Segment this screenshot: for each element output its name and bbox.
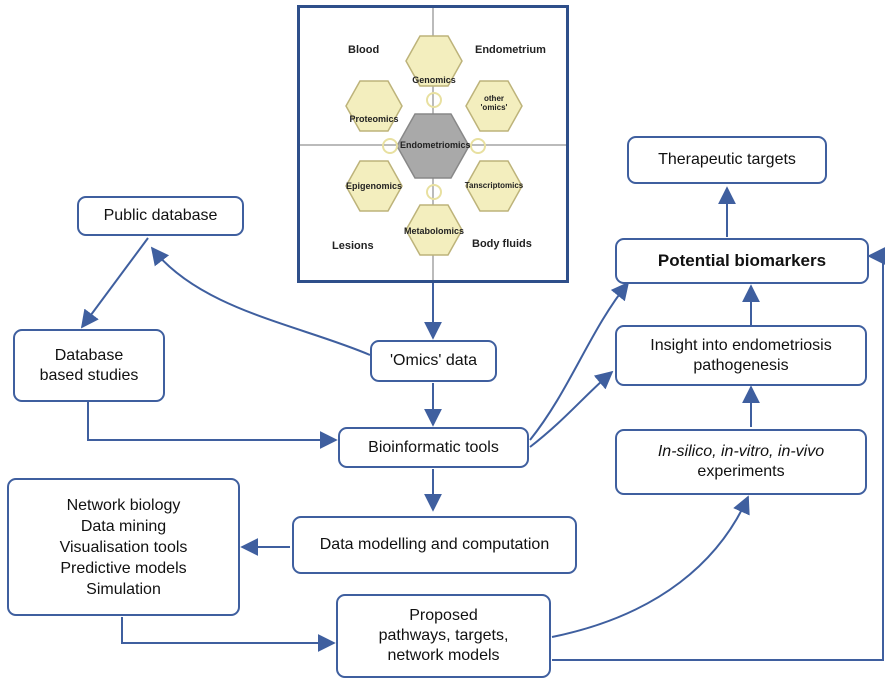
corner-endometrium: Endometrium [475,44,546,56]
box-potential-biomarkers: Potential biomarkers [615,238,869,284]
hex-genomics [405,35,463,87]
arrow-dbstudies-to-bioinf [87,402,338,449]
label-endometriomics: Endometriomics [400,140,471,150]
hex-proteomics [345,80,403,132]
arrow-proposed-to-experiments [551,495,750,638]
hex-epigenomics [345,160,403,212]
box-insight: Insight into endometriosis pathogenesis [615,325,867,386]
corner-lesions: Lesions [332,240,374,252]
arrow-bioinf-to-insight [529,370,614,448]
label-genomics: Genomics [412,75,456,85]
label-proteomics: Proteomics [349,114,399,124]
corner-body-fluids: Body fluids [472,238,532,250]
arrow-network-to-proposed [121,617,336,652]
hex-other-omics [465,80,523,132]
box-proposed: Proposed pathways, targets, network mode… [336,594,551,678]
experiments-methods: In-silico, in-vitro, in-vivo [657,443,825,460]
corner-blood: Blood [348,44,380,56]
hex-transcriptomics [465,160,523,212]
hex-metabolomics [405,204,463,256]
arrow-omics-to-public [150,246,371,356]
box-omics-data: 'Omics' data [370,340,497,382]
label-metabolomics: Metabolomics [404,226,465,236]
box-bioinformatic-tools: Bioinformatic tools [338,427,529,468]
omics-hex-graphic [300,8,566,280]
arrow-proposed-to-biomarkers [552,247,886,661]
box-therapeutic-targets: Therapeutic targets [627,136,827,184]
box-database-studies: Database based studies [13,329,165,402]
hex-center-endometriomics [396,113,470,179]
box-network-methods: Network biology Data mining Visualisatio… [7,478,240,616]
label-epigenomics: Epigenomics [345,181,402,191]
experiments-label: experiments [697,463,785,480]
box-data-modelling: Data modelling and computation [292,516,577,574]
arrow-bioinf-to-biomarkers [529,281,630,441]
arrow-public-to-dbstudies [80,237,149,329]
omics-panel: Blood Endometrium Lesions Body fluids En… [297,5,569,283]
label-transcriptomics: Tanscriptomics [464,181,524,190]
box-experiments: In-silico, in-vitro, in-vivo experiments [615,429,867,495]
box-public-database: Public database [77,196,244,236]
label-other-omics: other 'omics' [480,94,508,112]
